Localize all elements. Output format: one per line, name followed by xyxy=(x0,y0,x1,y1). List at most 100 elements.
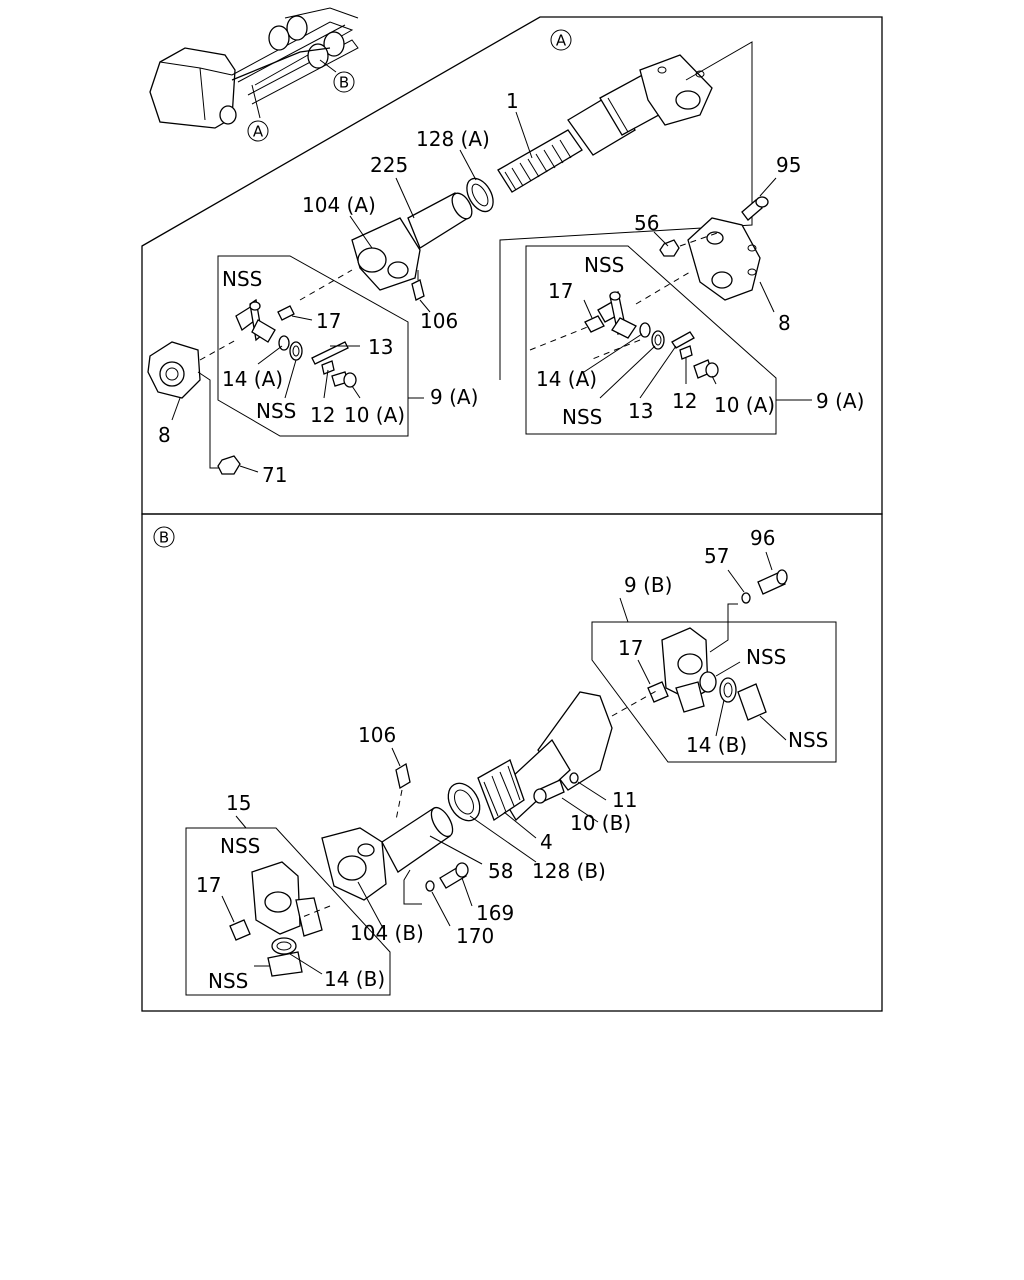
flange-yoke-top xyxy=(639,54,713,126)
truck-marker-b: B xyxy=(333,71,355,93)
grease-fitting-17-b-left xyxy=(229,919,251,941)
callout-15: 15 xyxy=(226,791,251,815)
section-a-marker: A xyxy=(550,29,572,51)
flange-8-left xyxy=(147,341,201,399)
svg-text:B: B xyxy=(159,529,169,547)
bolt-95 xyxy=(741,196,769,221)
washer-57 xyxy=(741,592,751,604)
slip-yoke-shaft-4 xyxy=(477,691,613,822)
callout-14b-right: 14 (B) xyxy=(686,733,747,757)
dash-a6 xyxy=(589,339,641,361)
nut-56 xyxy=(659,239,680,257)
svg-text:A: A xyxy=(253,123,264,141)
callout-nss-2: NSS xyxy=(256,399,296,423)
callout-13-left: 13 xyxy=(368,335,393,359)
grease-fitting-106-b xyxy=(395,762,411,790)
spider-b-right xyxy=(661,627,709,713)
callout-71: 71 xyxy=(262,463,287,487)
callout-12-left: 12 xyxy=(310,403,335,427)
callout-8-right: 8 xyxy=(778,311,791,335)
leader-57-bracket xyxy=(709,603,738,653)
bearing-14a-right xyxy=(639,322,665,350)
bolt-10a-right xyxy=(693,359,719,379)
callout-106-a: 106 xyxy=(420,309,458,333)
leader-15 xyxy=(235,815,247,829)
leader-170-bracket xyxy=(403,869,422,905)
nut-71 xyxy=(217,455,241,475)
callout-128a: 128 (A) xyxy=(416,127,490,151)
leaders-a xyxy=(171,111,812,473)
callout-104a: 104 (A) xyxy=(302,193,376,217)
leaders-b xyxy=(221,551,787,975)
callout-169: 169 xyxy=(476,901,514,925)
callout-nss-5: NSS xyxy=(746,645,786,669)
tube-58 xyxy=(381,806,454,873)
bolt-10b xyxy=(533,779,565,804)
callout-104b: 104 (B) xyxy=(350,921,424,945)
bearing-14a-left xyxy=(278,335,303,361)
callout-12-right: 12 xyxy=(672,389,697,413)
callout-95: 95 xyxy=(776,153,801,177)
bearing-14b-right xyxy=(699,671,737,703)
truck-marker-a: A xyxy=(247,120,269,142)
callout-10a-left: 10 (A) xyxy=(344,403,405,427)
grease-fitting-106 xyxy=(411,270,425,301)
dash-a1 xyxy=(199,339,237,361)
bolt-169 xyxy=(439,862,469,889)
callout-10a-right: 10 (A) xyxy=(714,393,775,417)
callout-nss-3: NSS xyxy=(584,253,624,277)
callout-nss-7: NSS xyxy=(220,834,260,858)
section-b-frame xyxy=(141,513,883,1012)
callout-1: 1 xyxy=(506,89,519,113)
callout-96: 96 xyxy=(750,526,775,550)
callout-8-left: 8 xyxy=(158,423,171,447)
ujoint-kit-box-right xyxy=(525,245,777,435)
callout-17-b-left: 17 xyxy=(196,873,221,897)
callout-106-b: 106 xyxy=(358,723,396,747)
leader-71-bracket xyxy=(197,371,225,469)
callout-58: 58 xyxy=(488,859,513,883)
callout-nss-6: NSS xyxy=(788,728,828,752)
svg-text:A: A xyxy=(556,32,567,50)
callout-17-left: 17 xyxy=(316,309,341,333)
lock-plate-13-left xyxy=(311,341,349,365)
spider-left xyxy=(235,298,276,343)
callout-4: 4 xyxy=(540,830,553,854)
callouts-a: 1 128 (A) 225 104 (A) 95 56 NSS 17 106 1… xyxy=(158,89,864,487)
callout-14b-left: 14 (B) xyxy=(324,967,385,991)
grease-fitting-17-b-right xyxy=(647,681,669,703)
bolt-10a-left xyxy=(331,371,357,388)
callout-10b: 10 (B) xyxy=(570,811,631,835)
spider-b-left xyxy=(251,861,323,937)
lock-washer-12-left xyxy=(321,360,335,375)
section-b-marker: B xyxy=(153,526,175,548)
sleeve-yoke-225 xyxy=(351,192,473,291)
dash-a2 xyxy=(299,269,353,301)
washer-11 xyxy=(569,772,579,784)
truck-overview xyxy=(149,7,359,129)
explode-frame-a-top xyxy=(499,41,753,380)
ujoint-kit-box-b-right xyxy=(591,621,837,763)
dash-b3 xyxy=(395,789,403,821)
shaft-part-1 xyxy=(497,71,669,193)
grease-fitting-17-left xyxy=(277,305,295,321)
callout-11: 11 xyxy=(612,788,637,812)
svg-text:B: B xyxy=(339,74,349,92)
section-a-frame xyxy=(141,16,883,515)
lock-plate-13-right xyxy=(671,331,695,349)
cap-b-right xyxy=(737,683,767,721)
callout-nss-1: NSS xyxy=(222,267,262,291)
callouts-b: 96 57 9 (B) 17 NSS 14 (B) NSS 106 11 10 … xyxy=(196,526,828,993)
lock-washer-12-right xyxy=(679,345,693,360)
callout-17-right: 17 xyxy=(548,279,573,303)
leader-9b xyxy=(619,597,629,623)
callout-170: 170 xyxy=(456,924,494,948)
bolt-96 xyxy=(757,569,788,595)
callout-9a-left: 9 (A) xyxy=(430,385,478,409)
cap-b-left xyxy=(267,951,303,977)
callout-57: 57 xyxy=(704,544,729,568)
callout-14a-left: 14 (A) xyxy=(222,367,283,391)
grease-fitting-17-right xyxy=(584,315,605,333)
